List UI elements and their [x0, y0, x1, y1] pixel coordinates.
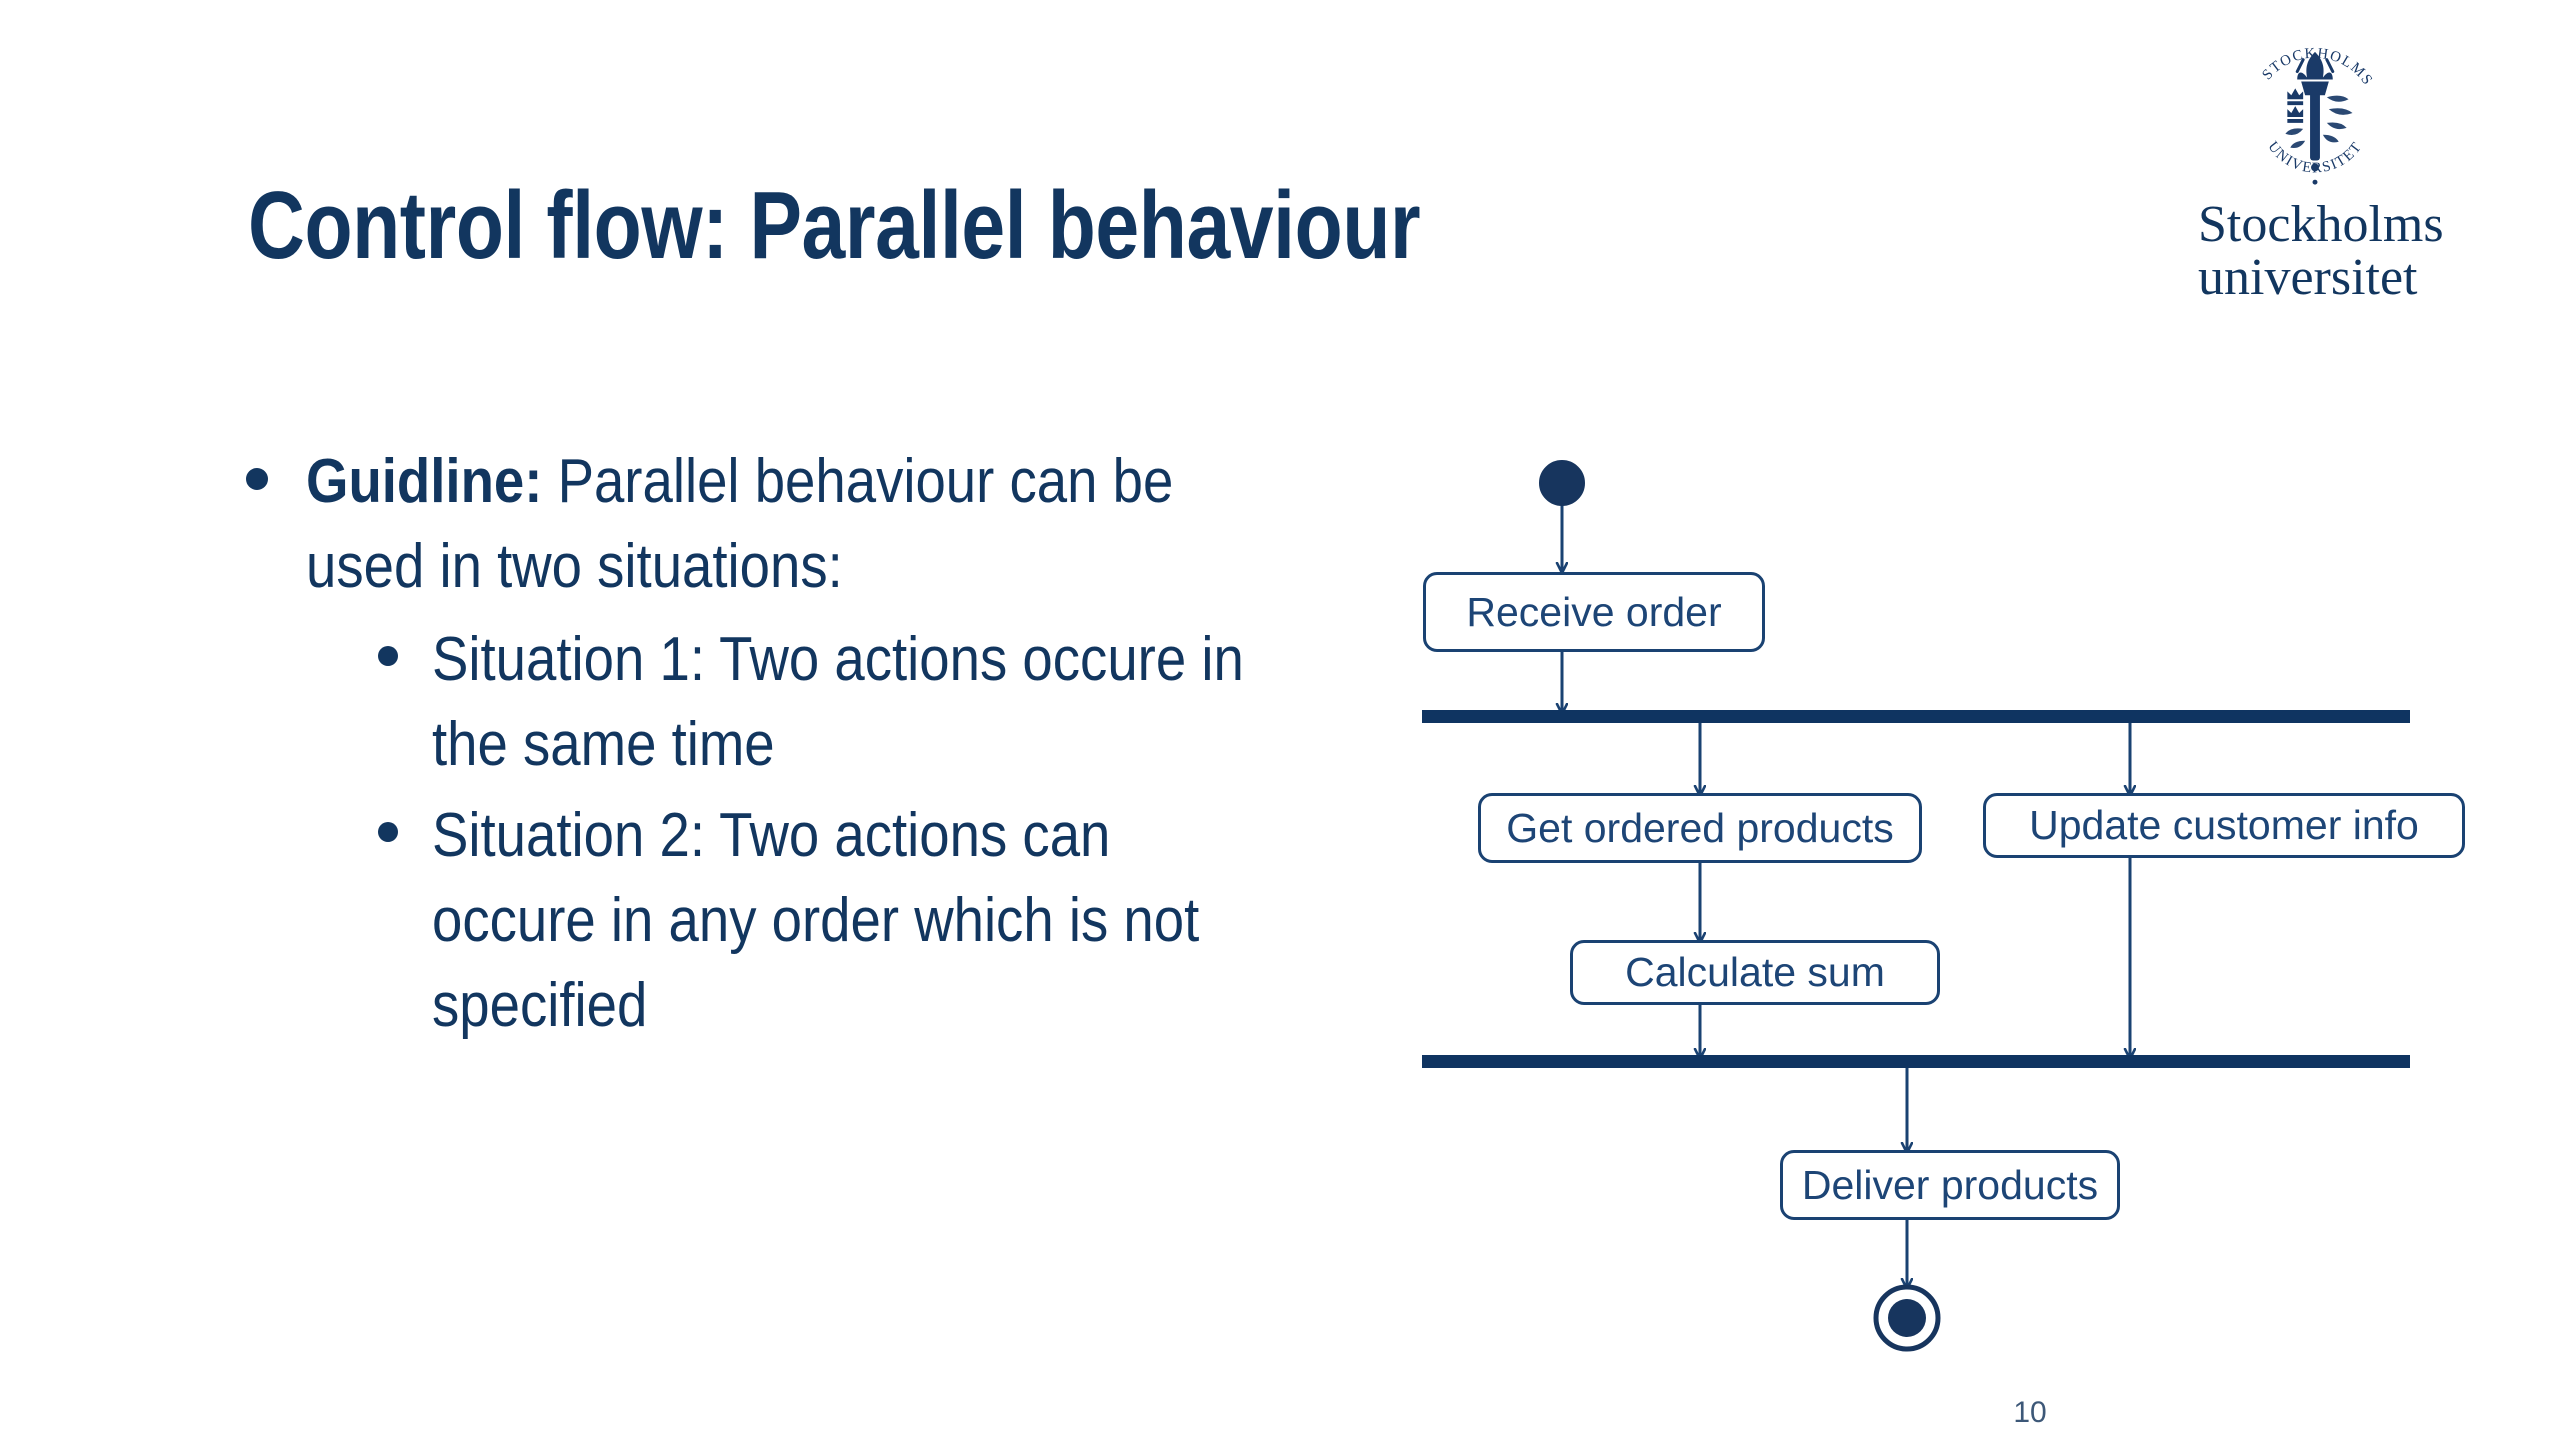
- action-node-calculate-sum[interactable]: Calculate sum: [1570, 940, 1940, 1005]
- final-node-icon: [1873, 1284, 1941, 1352]
- stockholm-university-logo: STOCKHOLMS UNIVERSITET: [2198, 38, 2498, 306]
- logo-wordmark-line-1: Stockholms: [2198, 196, 2444, 253]
- fork-bar: [1422, 710, 2410, 723]
- list-item: Guidline: Parallel behaviour can be used…: [246, 440, 1356, 610]
- university-seal-icon: STOCKHOLMS UNIVERSITET: [2259, 46, 2374, 185]
- action-node-update-customer-info[interactable]: Update customer info: [1983, 793, 2465, 858]
- bullet-dot-icon: [378, 645, 398, 666]
- bullet-lead: Guidline:: [306, 447, 543, 516]
- logo-wordmark: Stockholms universitet: [2198, 198, 2498, 304]
- bullet-text: Situation 1: Two actions occure in the s…: [432, 624, 1244, 779]
- list-item: Situation 2: Two actions can occure in a…: [246, 794, 1356, 1049]
- action-node-receive-order[interactable]: Receive order: [1423, 572, 1765, 652]
- list-item: Situation 1: Two actions occure in the s…: [246, 618, 1356, 788]
- bullet-list: Guidline: Parallel behaviour can be used…: [246, 440, 1356, 1055]
- bullet-body: Parallel behaviour can be used in two si…: [306, 447, 1174, 601]
- bullet-text: Guidline: Parallel behaviour can be used…: [306, 440, 1230, 610]
- diagram-connectors: [1539, 460, 2510, 1352]
- action-node-get-ordered-products[interactable]: Get ordered products: [1478, 793, 1922, 863]
- page-title: Control flow: Parallel behaviour: [248, 172, 1421, 279]
- logo-wordmark-line-2: universitet: [2198, 249, 2418, 307]
- bullet-dot-icon: [378, 821, 398, 842]
- initial-node-icon: [1539, 460, 1585, 506]
- join-bar: [1422, 1055, 2410, 1068]
- page-number: 10: [2013, 1396, 2047, 1429]
- uml-activity-diagram: Receive order Get ordered products Updat…: [1380, 430, 2510, 1380]
- bullet-dot-icon: [246, 468, 268, 490]
- bullet-text: Situation 2: Two actions can occure in a…: [432, 800, 1200, 1040]
- action-node-deliver-products[interactable]: Deliver products: [1780, 1150, 2120, 1220]
